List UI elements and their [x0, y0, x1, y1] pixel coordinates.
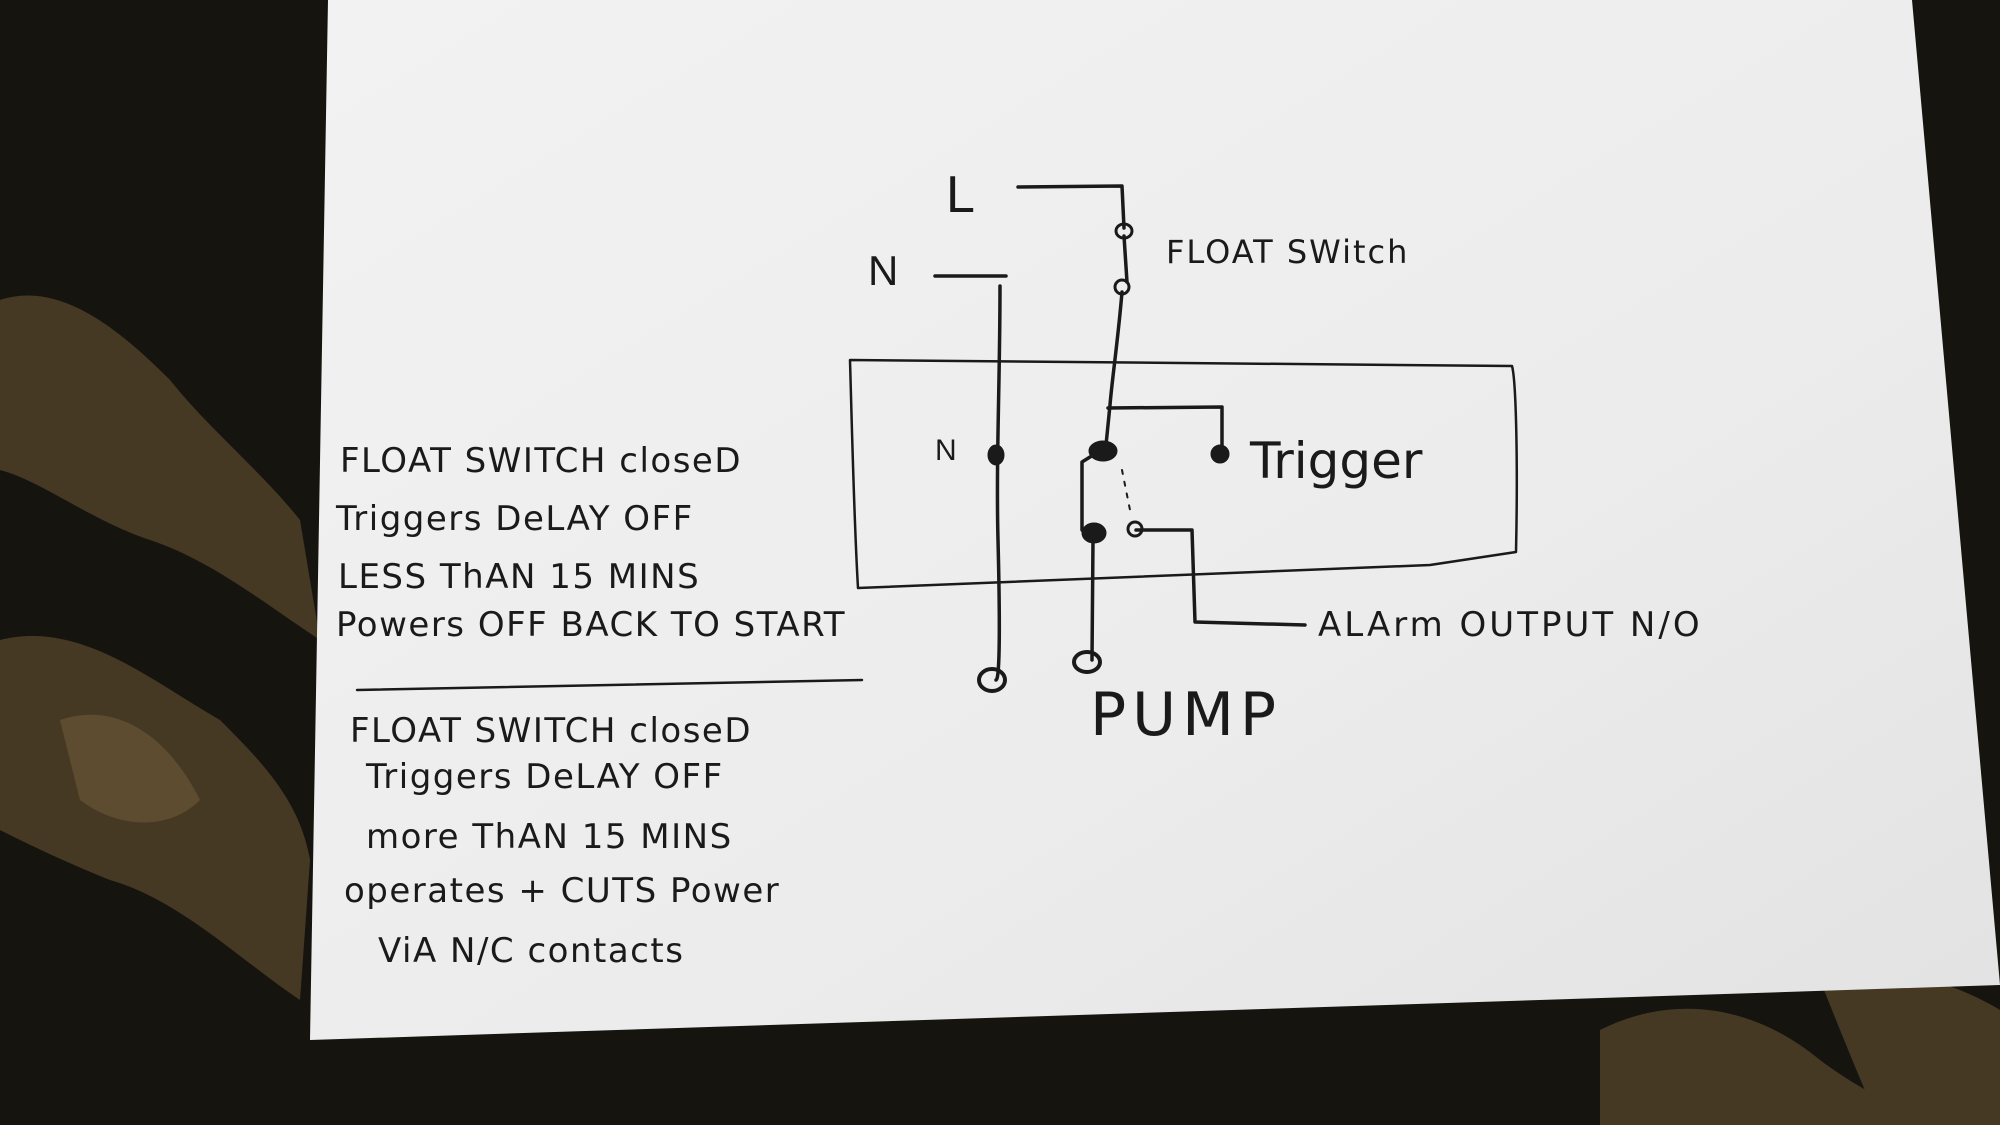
trigger-wire: [1106, 405, 1224, 452]
live-wire: [1016, 184, 1126, 230]
note-2-line-1: FLOAT SWITCH closeD: [350, 711, 752, 751]
notes-case-2: FLOAT SWITCH closeD Triggers DeLAY OFF m…: [344, 711, 780, 971]
neutral-output-terminal: [977, 667, 1007, 693]
paper-sheet: [310, 0, 2000, 1040]
trigger-terminal: [1210, 444, 1230, 464]
note-1-line-4: Powers OFF BACK TO START: [336, 605, 846, 645]
note-2-line-5: ViA N/C contacts: [378, 931, 684, 971]
note-1-line-1: FLOAT SWITCH closeD: [340, 441, 742, 481]
carpet-pattern: [0, 295, 2000, 1125]
float-switch-label: FLOAT SWitch: [1166, 233, 1409, 271]
alarm-output-label: ALArm OUTPUT N/O: [1318, 605, 1703, 645]
terminals: [977, 222, 1230, 693]
diagram-labels: L N N FLOAT SWitch Trigger ALArm OUTPUT …: [868, 166, 1703, 750]
relay-box: [848, 358, 1519, 590]
circuit: [355, 184, 1519, 692]
note-2-line-2: Triggers DeLAY OFF: [365, 757, 724, 797]
trigger-label: Trigger: [1249, 432, 1423, 490]
note-1-line-3: LESS ThAN 15 MINS: [338, 557, 700, 597]
alarm-output-wire: [1134, 528, 1307, 627]
note-2-line-3: more ThAN 15 MINS: [366, 817, 733, 857]
float-switch-terminal-top: [1114, 222, 1134, 240]
live-label: L: [946, 166, 975, 224]
float-switch-terminal-bottom: [1113, 278, 1131, 296]
pump-wire: [1090, 538, 1095, 662]
neutral-terminal: [987, 444, 1005, 466]
notes-case-1: FLOAT SWITCH closeD Triggers DeLAY OFF L…: [335, 441, 846, 645]
note-1-line-2: Triggers DeLAY OFF: [335, 499, 694, 539]
neutral-inner-label: N: [935, 434, 957, 467]
neutral-label: N: [868, 247, 898, 294]
note-2-line-4: operates + CUTS Power: [344, 871, 780, 911]
no-terminal: [1126, 520, 1144, 538]
notes-divider: [355, 678, 864, 692]
float-switch-body: [1122, 234, 1129, 284]
pump-output-terminal: [1072, 650, 1102, 674]
common-terminal: [1088, 440, 1118, 462]
pump-label: PUMP: [1090, 680, 1282, 750]
nc-terminal: [1081, 522, 1107, 544]
